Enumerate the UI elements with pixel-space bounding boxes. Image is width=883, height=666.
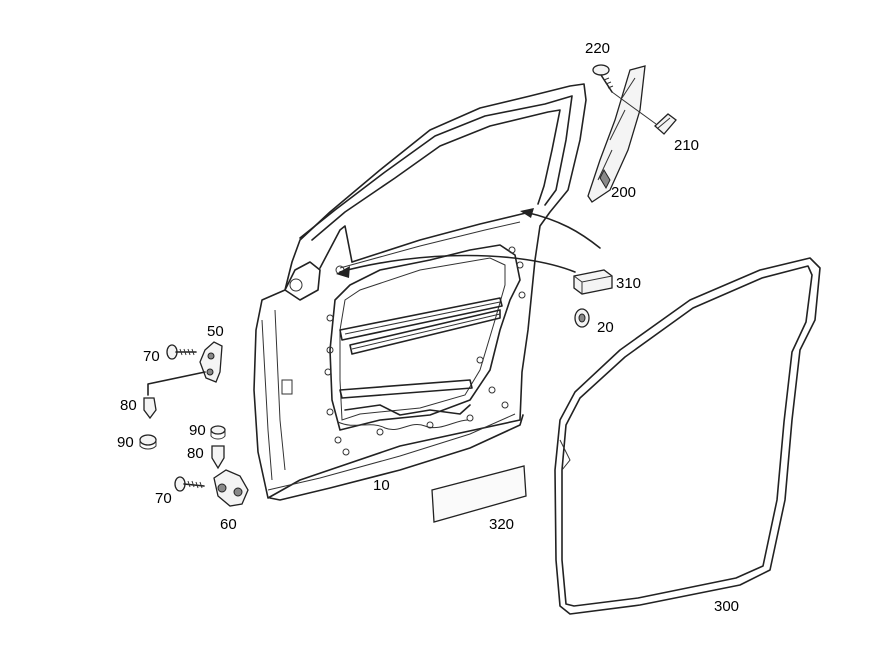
label-50: 50 [207, 323, 224, 340]
label-80-right: 80 [187, 445, 204, 462]
nut-90-right [210, 425, 226, 440]
label-320: 320 [489, 516, 514, 533]
clip-210 [654, 113, 677, 135]
label-70-lower: 70 [155, 490, 172, 507]
label-10: 10 [373, 477, 390, 494]
label-60: 60 [220, 516, 237, 533]
hinge-50 [199, 341, 223, 383]
bolt-70-lower [174, 476, 205, 492]
assembly-arrows [336, 208, 601, 278]
pin-80-left [143, 371, 206, 420]
label-200: 200 [611, 184, 636, 201]
label-90-left: 90 [117, 434, 134, 451]
label-220: 220 [585, 40, 610, 57]
plug-20 [574, 308, 590, 328]
label-300: 300 [714, 598, 739, 615]
label-210: 210 [674, 137, 699, 154]
pad-310 [573, 269, 613, 295]
label-90-right: 90 [189, 422, 206, 439]
door-shell-10 [253, 83, 587, 501]
screw-220 [592, 64, 657, 125]
label-70-upper: 70 [143, 348, 160, 365]
hinge-60 [213, 469, 249, 507]
nut-90-left [139, 434, 157, 450]
label-320 [431, 465, 527, 523]
part-labels: 10 20 50 60 70 70 80 80 90 90 200 210 22… [117, 40, 739, 615]
label-80-left: 80 [120, 397, 137, 414]
bolt-70-upper [166, 344, 197, 360]
weatherstrip-300 [554, 257, 821, 615]
trim-cover-200 [587, 65, 646, 203]
pin-80-right [211, 445, 225, 470]
label-310: 310 [616, 275, 641, 292]
label-20: 20 [597, 319, 614, 336]
